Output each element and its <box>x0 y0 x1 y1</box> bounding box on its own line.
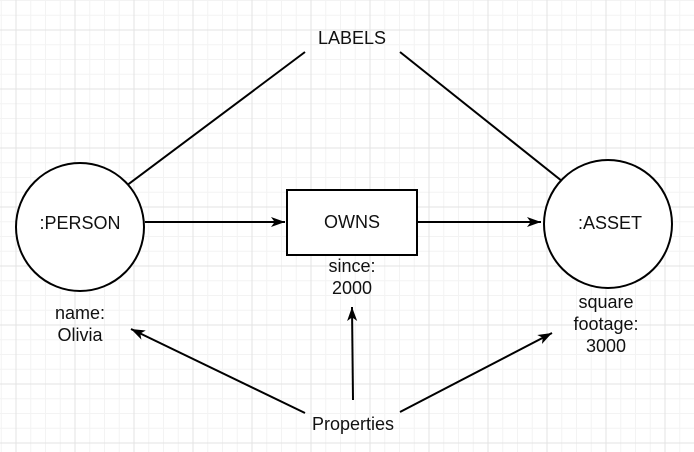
edge-properties-to-footage[interactable] <box>399 332 553 413</box>
asset-node-label: :ASSET <box>577 213 643 233</box>
edge-properties-to-name[interactable] <box>130 328 306 414</box>
person-property-label[interactable]: name: Olivia <box>55 302 105 346</box>
person-property-line2: Olivia <box>57 325 103 345</box>
asset-property-line2: footage: <box>573 314 639 334</box>
person-node-label: :PERSON <box>39 213 121 233</box>
owns-property-line2: 2000 <box>331 278 373 298</box>
edge-labels-to-person[interactable] <box>101 51 306 205</box>
asset-property-line1: square <box>578 292 634 312</box>
asset-node-circle[interactable] <box>543 159 673 289</box>
person-property-line1: name: <box>54 303 106 323</box>
edge-labels-to-asset[interactable] <box>399 51 593 206</box>
owns-node-rect[interactable] <box>286 189 418 256</box>
labels-title[interactable]: LABELS <box>317 28 387 48</box>
edge-properties-to-since[interactable] <box>347 306 358 401</box>
owns-property-label[interactable]: since: 2000 <box>328 255 375 299</box>
properties-title[interactable]: Properties <box>311 414 395 434</box>
owns-node-label: OWNS <box>324 212 380 232</box>
asset-property-line3: 3000 <box>585 336 627 356</box>
owns-property-line1: since: <box>328 256 376 276</box>
person-node-circle[interactable] <box>15 162 145 292</box>
asset-property-label[interactable]: square footage: 3000 <box>573 291 638 357</box>
